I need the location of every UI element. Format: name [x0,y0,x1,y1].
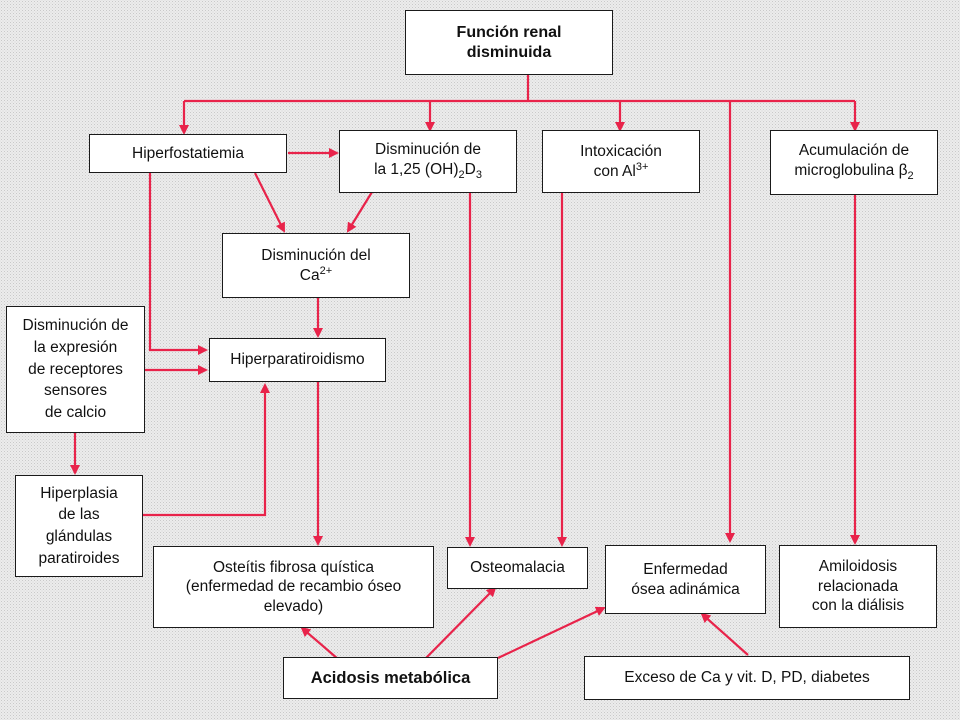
node-disminucion-calcio-line1: Disminución del [261,246,371,264]
node-acumulacion-microglobulina: Acumulación de microglobulina β2 [770,130,938,195]
arrow-vitd-to-ca [346,191,373,233]
arrow-hiperfos-to-ca [254,172,285,233]
node-funcion-renal: Función renal disminuida [405,10,613,75]
arrow-hiperplasia-to-hiperpara [143,383,270,517]
node-acumulacion-line1: Acumulación de [798,142,910,160]
node-intoxicacion-aluminio: Intoxicación con Al3+ [542,130,700,193]
node-amiloidosis: Amiloidosis relacionada con la diálisis [779,545,937,628]
node-disminucion-calcio-line2: Ca2+ [299,264,333,285]
node-intoxicacion-line1: Intoxicación [580,142,662,160]
node-hiperfosfatiemia: Hiperfostatiemia [89,134,287,173]
node-osteitis-fibrosa: Osteítis fibrosa quística (enfermedad de… [153,546,434,628]
arrow-hiperfos-to-hiperpara [148,173,208,355]
node-disminucion-calcio: Disminución del Ca2+ [222,233,410,298]
node-hiperplasia-paratiroides: Hiperplasia de las glándulas paratiroide… [15,475,143,577]
arrow-acidosis-to-osteomalacia [424,586,497,660]
arrow-acidosis-to-enfermedad [497,606,606,659]
node-disminucion-vitamina-d: Disminución de la 1,25 (OH)2D3 [339,130,517,193]
node-acumulacion-line2: microglobulina β2 [794,161,914,182]
node-hiperparatiroidismo: Hiperparatiroidismo [209,338,386,382]
node-disminucion-vitamina-d-line2: la 1,25 (OH)2D3 [374,160,482,181]
node-exceso-calcio-vitd: Exceso de Ca y vit. D, PD, diabetes [584,656,910,700]
node-osteomalacia: Osteomalacia [447,547,588,589]
arrow-acidosis-to-osteitis [300,626,339,660]
node-acidosis-metabolica: Acidosis metabólica [283,657,498,699]
node-disminucion-vitamina-d-line1: Disminución de [375,141,481,159]
node-intoxicacion-line2: con Al3+ [593,160,649,181]
arrow-exceso-to-enfermedad [700,612,749,656]
node-enfermedad-osea-adinamica: Enfermedad ósea adinámica [605,545,766,614]
node-disminucion-expresion-receptores: Disminución de la expresión de receptore… [6,306,145,433]
